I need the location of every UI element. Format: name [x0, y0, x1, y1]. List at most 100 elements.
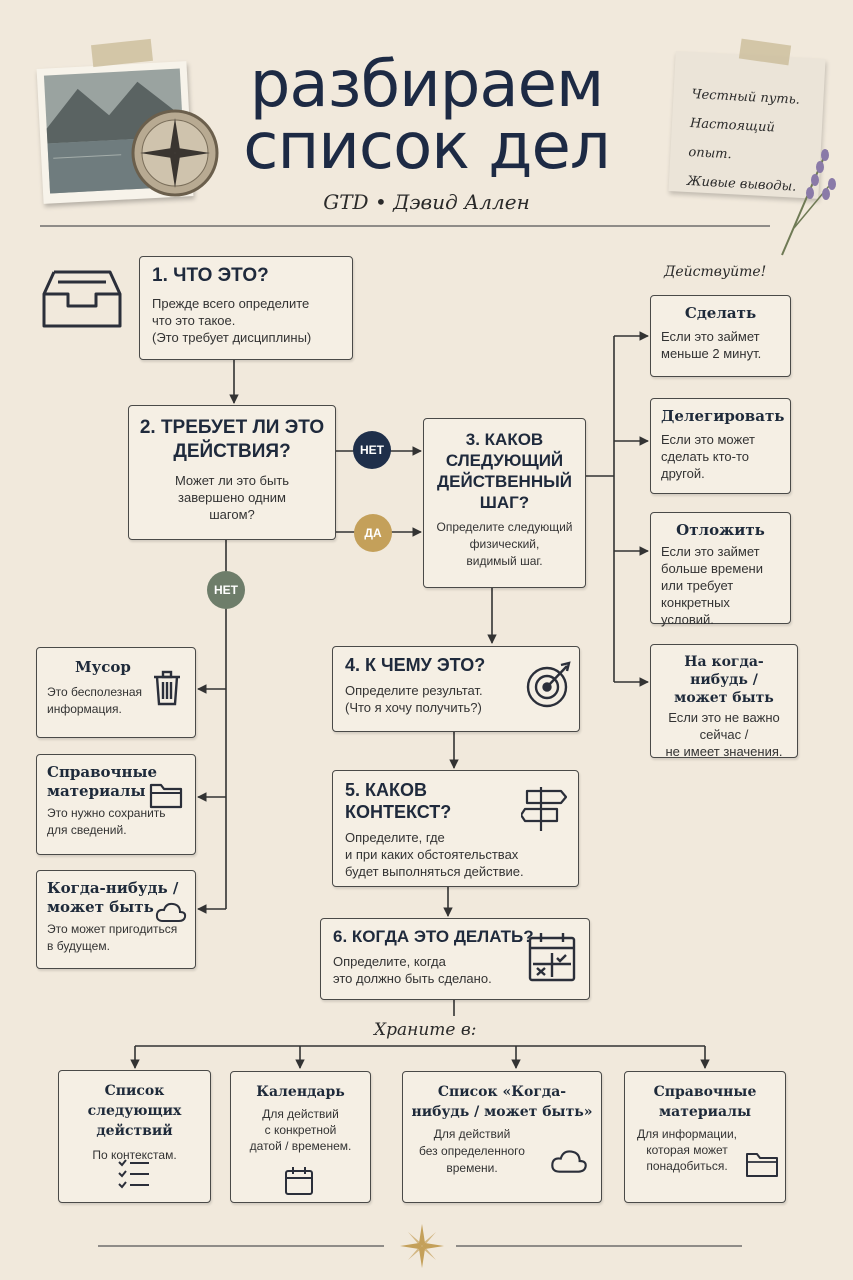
left-desc: Это может пригодиться [47, 922, 178, 936]
step-desc: Может ли это быть [174, 473, 290, 488]
step-title: 5. КАКОВ [345, 780, 427, 800]
action-desc: или требует [661, 578, 734, 593]
step-title: 3. КАКОВ [465, 430, 544, 449]
action-desc: другой. [661, 466, 705, 481]
step-desc: и при каких обстоятельствах [345, 847, 519, 862]
action-title: может быть [674, 690, 774, 706]
action-title: Сделать [684, 304, 757, 322]
action-desc: меньше 2 минут. [661, 346, 762, 361]
step-desc: будет выполняться действие. [345, 864, 524, 879]
trash-icon [152, 670, 182, 711]
store-title: действий [96, 1123, 173, 1139]
left-title: может быть [47, 898, 154, 916]
store-desc: Для действий [262, 1107, 339, 1121]
step-5-box: 5. КАКОВ КОНТЕКСТ? Определите, где и при… [332, 770, 579, 887]
step-title: КОНТЕКСТ? [345, 802, 452, 822]
checklist-icon [117, 1157, 151, 1196]
target-icon [525, 659, 573, 714]
calendar-icon [527, 931, 577, 988]
compass-icon [130, 108, 220, 203]
store-label: Храните в: [374, 1020, 477, 1040]
store-calendar-box: Календарь Для действий с конкретной дато… [230, 1071, 371, 1203]
step-desc: шагом? [209, 507, 255, 522]
store-desc: Для информации, [636, 1127, 738, 1141]
no-badge: НЕТ [207, 571, 245, 609]
step-desc: это должно быть сделано. [333, 971, 492, 986]
action-title: Делегировать [661, 407, 785, 425]
store-title: нибудь / может быть» [411, 1104, 593, 1120]
folder-icon [149, 781, 183, 814]
cloud-icon [155, 901, 187, 928]
folder-icon [745, 1150, 779, 1183]
store-title: Список «Когда- [437, 1084, 567, 1100]
action-desc: конкретных условий. [661, 595, 730, 627]
store-title: Список следующих [87, 1083, 182, 1119]
step-desc: физический, [469, 537, 540, 551]
store-desc: времени. [446, 1161, 498, 1175]
action-desc: Если это не важно [668, 710, 780, 725]
left-desc: Это бесполезная [47, 685, 143, 699]
store-desc: датой / временем. [249, 1139, 352, 1153]
step-desc: Определите, где [345, 830, 445, 845]
store-someday-box: Список «Когда- нибудь / может быть» Для … [402, 1071, 602, 1203]
action-desc: Если это займет [661, 329, 760, 344]
step-title: 1. ЧТО ЭТО? [152, 265, 269, 286]
act-label: Действуйте! [664, 264, 767, 280]
action-do-box: Сделать Если это займет меньше 2 минут. [650, 295, 791, 377]
action-title: На когда-нибудь / [684, 654, 764, 688]
lavender-icon [772, 140, 842, 265]
store-desc: Для действий [433, 1127, 511, 1141]
step-title: 6. КОГДА ЭТО ДЕЛАТЬ? [333, 927, 534, 946]
step-title: 2. ТРЕБУЕТ ЛИ ЭТО [139, 417, 325, 438]
step-desc: (Это требует дисциплины) [152, 330, 312, 345]
left-desc: информация. [47, 702, 122, 716]
reference-box: Справочные материалы Это нужно сохранить… [36, 754, 196, 855]
step-6-box: 6. КОГДА ЭТО ДЕЛАТЬ? Определите, когда э… [320, 918, 590, 1000]
step-2-box: 2. ТРЕБУЕТ ЛИ ЭТО ДЕЙСТВИЯ? Может ли это… [128, 405, 336, 540]
store-title: материалы [659, 1104, 751, 1120]
store-desc: которая может [646, 1143, 728, 1157]
action-title: Отложить [676, 521, 765, 539]
store-next-actions-box: Список следующих действий По контекстам. [58, 1070, 211, 1203]
store-desc: без определенного [419, 1144, 525, 1158]
someday-box: Когда-нибудь / может быть Это может приг… [36, 870, 196, 969]
step-4-box: 4. К ЧЕМУ ЭТО? Определите результат. (Чт… [332, 646, 580, 732]
step-3-box: 3. КАКОВ СЛЕДУЮЩИЙ ДЕЙСТВЕННЫЙ ШАГ? Опре… [423, 418, 586, 588]
left-desc: Это нужно сохранить [47, 806, 166, 820]
yes-badge: ДА [354, 514, 392, 552]
step-title: ДЕЙСТВИЯ? [173, 441, 291, 462]
action-desc: сделать кто-то [661, 449, 749, 464]
action-desc: Если это может [661, 432, 755, 447]
step-desc: видимый шаг. [466, 554, 543, 568]
subtitle: GTD • Дэвид Аллен [323, 190, 530, 214]
store-desc: понадобиться. [646, 1159, 728, 1173]
action-desc: сейчас / [699, 727, 749, 742]
trash-box: Мусор Это бесполезная информация. [36, 647, 196, 738]
step-title: СЛЕДУЮЩИЙ [445, 451, 564, 470]
action-delegate-box: Делегировать Если это может сделать кто-… [650, 398, 791, 494]
action-desc: не имеет значения. [665, 744, 783, 759]
left-title: Справочные [47, 763, 158, 781]
store-reference-box: Справочные материалы Для информации, кот… [624, 1071, 786, 1203]
action-defer-box: Отложить Если это займет больше времени … [650, 512, 791, 627]
step-title: 4. К ЧЕМУ ЭТО? [345, 655, 486, 675]
step-desc: что это такое. [152, 313, 236, 328]
left-desc: для сведений. [47, 823, 127, 837]
calendar-icon [284, 1166, 314, 1201]
store-title: Календарь [256, 1084, 345, 1100]
store-desc: с конкретной [264, 1123, 337, 1137]
no-badge: НЕТ [353, 431, 391, 469]
step-title: ДЕЙСТВЕННЫЙ [437, 472, 572, 491]
page-title-line1: разбираем [249, 48, 604, 122]
step-desc: завершено одним [178, 490, 286, 505]
signpost-icon [519, 785, 568, 838]
left-title: материалы [47, 782, 146, 800]
left-desc: в будущем. [47, 939, 110, 953]
step-desc: Определите результат. [345, 683, 483, 698]
page-title-line2: список дел [243, 110, 611, 184]
action-desc: Если это займет [661, 544, 760, 559]
store-title: Справочные [653, 1084, 757, 1100]
step-1-box: 1. ЧТО ЭТО? Прежде всего определите что … [139, 256, 353, 360]
left-title: Мусор [75, 658, 131, 676]
action-desc: больше времени [661, 561, 763, 576]
